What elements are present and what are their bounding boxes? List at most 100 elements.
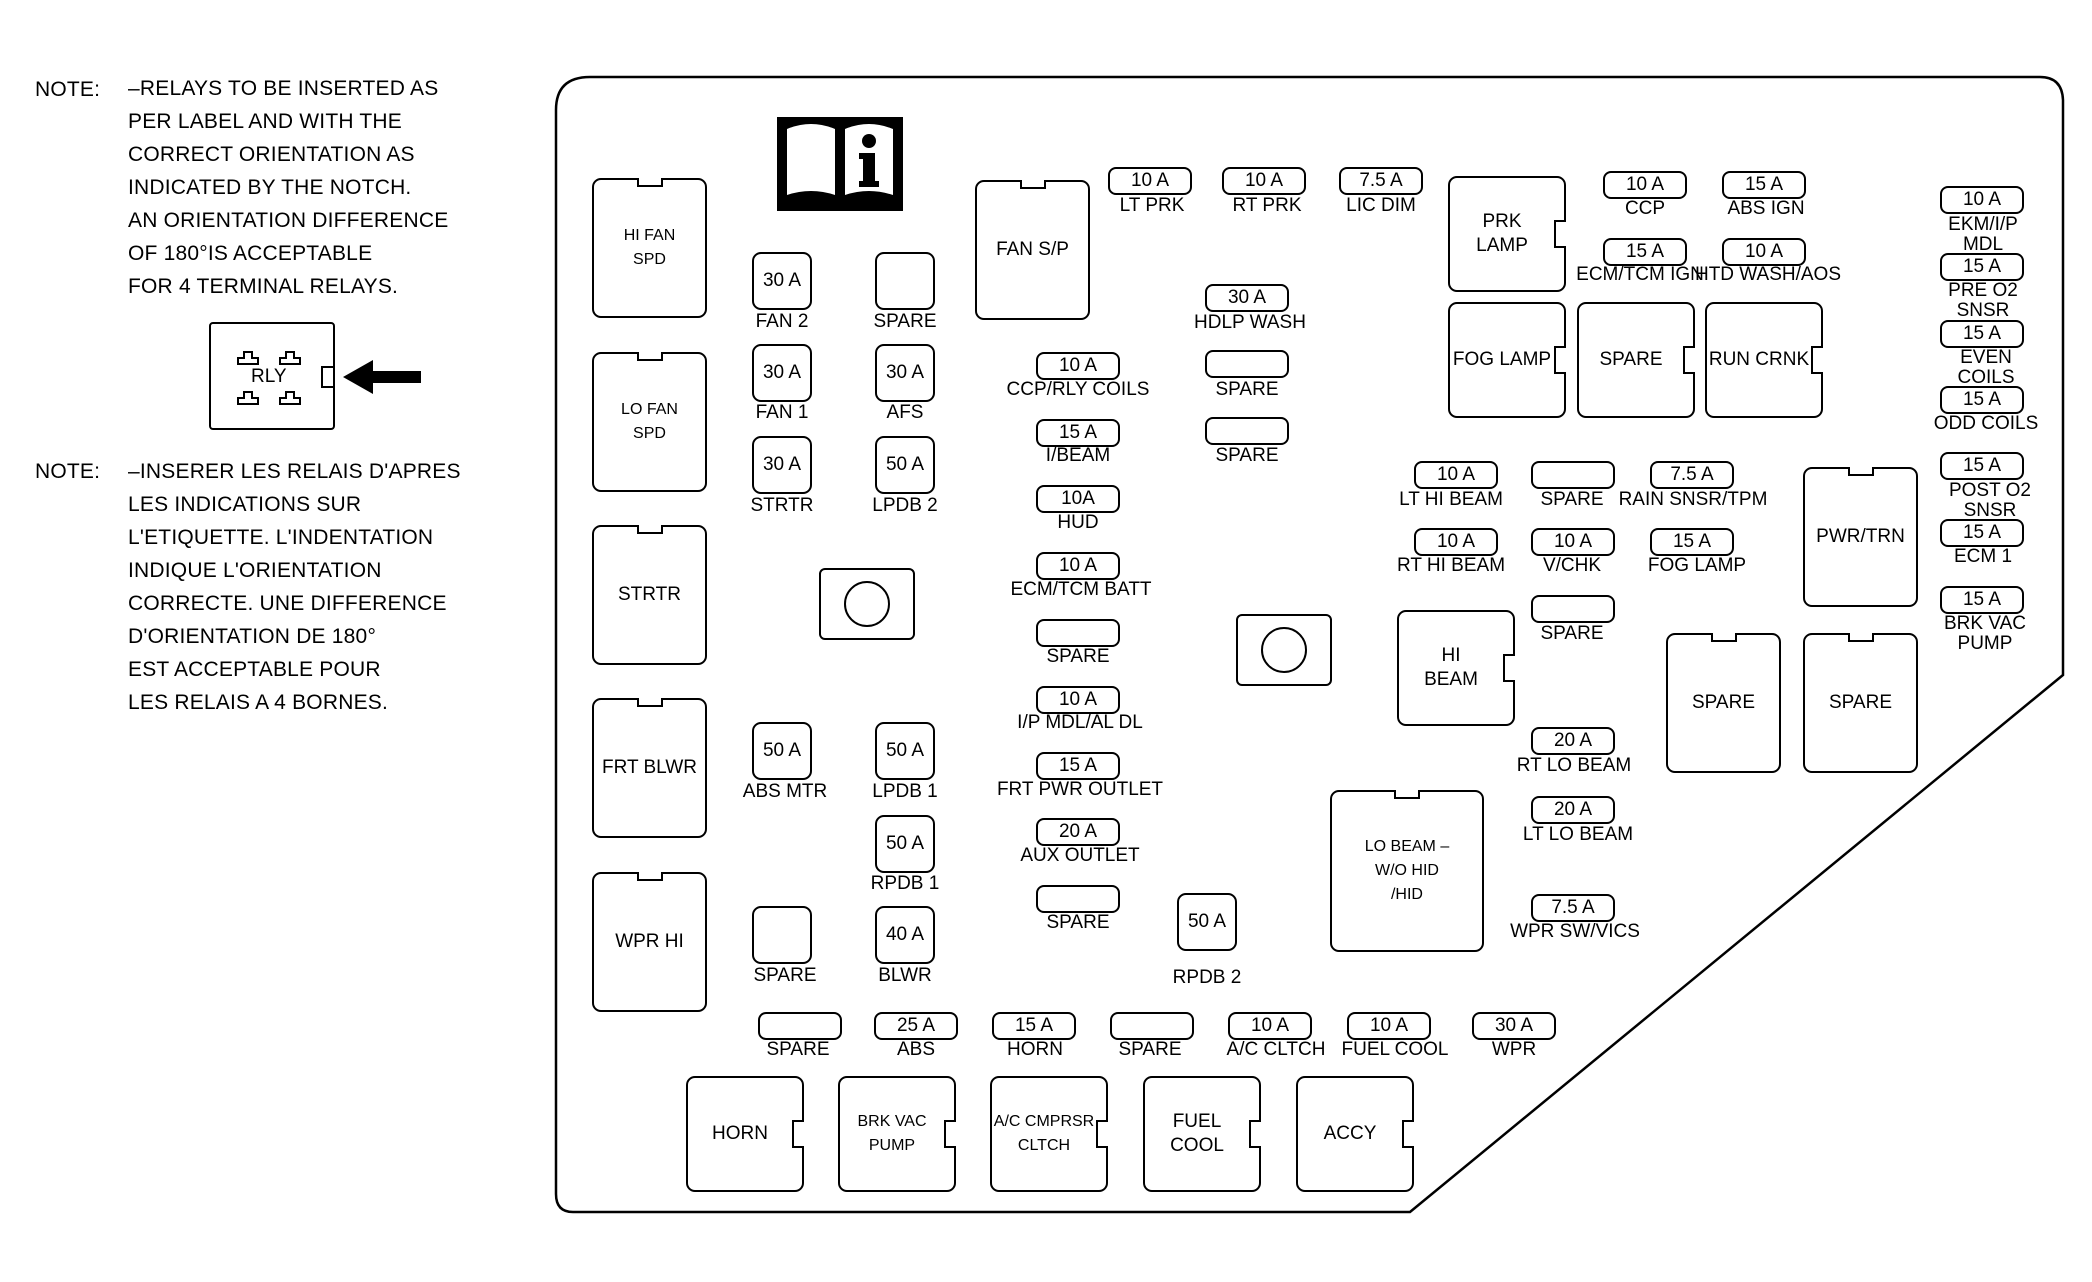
fuse-rating: 50 A	[885, 740, 925, 761]
relay-notch	[1554, 346, 1566, 374]
relay-spare: SPARE	[1666, 633, 1781, 773]
fuse-label: CCP	[1624, 198, 1666, 219]
relay-notch	[636, 872, 663, 881]
fuse-label: RT PRK	[1232, 195, 1302, 216]
fuse-label: LT LO BEAM	[1522, 824, 1634, 845]
relay-label: FUEL COOL	[1170, 1111, 1224, 1156]
relay-notch	[1683, 346, 1695, 374]
fuse-label: BRK VAC PUMP	[1943, 613, 2027, 654]
fuse-rating: 30 A	[762, 270, 802, 291]
fuse-rating: 50 A	[1187, 911, 1227, 932]
fuse-label: WPR	[1491, 1039, 1537, 1060]
fuse-i-beam: 15 A	[1036, 419, 1120, 447]
fuse-rating: 10 A	[1436, 464, 1476, 485]
relay-pwr-trn: PWR/TRN	[1803, 467, 1918, 607]
fuse-aux-outlet: 20 A	[1036, 818, 1120, 846]
fuse-lpdb-2: 50 A	[875, 436, 935, 494]
fuse-label: SPARE	[1118, 1039, 1182, 1060]
fuse-label: HUD	[1057, 512, 1099, 533]
fuse-rating: 10 A	[1244, 170, 1284, 191]
relay-label: A/C CMPRSR CLTCH	[993, 1113, 1095, 1154]
fuse-spare	[758, 1012, 842, 1040]
fuse-abs-ign: 15 A	[1722, 171, 1806, 199]
relay-label: HI BEAM	[1424, 645, 1478, 690]
fuse-spare	[1205, 417, 1289, 445]
relay-notch	[1554, 220, 1566, 248]
relay-label: FOG LAMP	[1452, 349, 1552, 370]
fuse-rating: 7.5 A	[1551, 897, 1595, 918]
fuse-rpdb-1: 50 A	[875, 815, 935, 873]
relay-label: BRK VAC PUMP	[857, 1113, 927, 1154]
relay-notch	[792, 1120, 804, 1148]
fuse-htd-wash-aos: 10 A	[1722, 238, 1806, 266]
fuse-afs: 30 A	[875, 344, 935, 402]
fuse-label: ECM 1	[1953, 546, 2013, 567]
fuse-rating: 40 A	[885, 924, 925, 945]
fuse-rating: 10 A	[1058, 689, 1098, 710]
fuse-label: LT HI BEAM	[1399, 489, 1503, 510]
relay-notch	[636, 178, 663, 187]
relay-label: SPARE	[1828, 692, 1892, 713]
fuse-rating: 15 A	[1014, 1015, 1054, 1036]
fuse-i-p-mdl-al-dl: 10 A	[1036, 686, 1120, 714]
relay-hi-beam: HI BEAM	[1397, 610, 1515, 726]
fuse-rating: 15 A	[1962, 389, 2002, 410]
fuse-label: ABS IGN	[1727, 198, 1805, 219]
relay-label: HORN	[712, 1123, 768, 1144]
fuse-fog-lamp: 15 A	[1650, 528, 1734, 556]
fuse-rating: 10 A	[1625, 174, 1665, 195]
relay-legend-notch	[321, 366, 335, 388]
relay-label: LO BEAM – W/O HID /HID	[1364, 838, 1450, 903]
fuse-rating: 10 A	[1130, 170, 1170, 191]
fuse-rating: 15 A	[1962, 256, 2002, 277]
fuse-rating: 30 A	[1494, 1015, 1534, 1036]
fuse-hdlp-wash: 30 A	[1205, 284, 1289, 312]
fuse-spare	[1531, 461, 1615, 489]
relay-label: STRTR	[618, 584, 681, 605]
note-text-french: –INSERER LES RELAIS D'APRES LES INDICATI…	[128, 460, 461, 714]
fuse-rating: 50 A	[885, 454, 925, 475]
fuse-label: STRTR	[750, 495, 814, 516]
note-text-english: –RELAYS TO BE INSERTED AS PER LABEL AND …	[128, 77, 449, 298]
fuse-rating: 30 A	[1227, 287, 1267, 308]
fuse-label: I/BEAM	[1045, 445, 1111, 466]
fuse-label: FAN 2	[755, 311, 809, 332]
fuse-label: AFS	[886, 402, 924, 423]
relay-notch	[1710, 633, 1737, 642]
fuse-label: ECM/TCM BATT	[1010, 579, 1152, 600]
owner-manual-info-icon	[777, 117, 903, 211]
fuse-lt-lo-beam: 20 A	[1531, 796, 1615, 824]
fuse-rating: 30 A	[885, 362, 925, 383]
fuse-rating: 50 A	[762, 740, 802, 761]
relay-fog-lamp: FOG LAMP	[1448, 302, 1566, 418]
fuse-rating: 10 A	[1436, 531, 1476, 552]
fuse-label: SPARE	[766, 1039, 830, 1060]
fuse-lpdb-1: 50 A	[875, 722, 935, 780]
fuse-rating: 15 A	[1672, 531, 1712, 552]
fuse-label: EVEN COILS	[1957, 347, 2015, 388]
fuse-spare	[1205, 350, 1289, 378]
fuse-odd-coils: 15 A	[1940, 386, 2024, 414]
fuse-rating: 10 A	[1744, 241, 1784, 262]
fuse-ecm-1: 15 A	[1940, 519, 2024, 547]
relay-notch	[1249, 1120, 1261, 1148]
fuse-abs-mtr: 50 A	[752, 722, 812, 780]
relay-accy: ACCY	[1296, 1076, 1414, 1192]
fuse-label: SPARE	[753, 965, 817, 986]
relay-notch	[1847, 467, 1874, 476]
fuse-label: RPDB 1	[870, 873, 940, 894]
relay-spare: SPARE	[1803, 633, 1918, 773]
relay-brk-vac-pump: BRK VAC PUMP	[838, 1076, 956, 1192]
fuse-rt-hi-beam: 10 A	[1414, 528, 1498, 556]
fuse-label: RPDB 2	[1172, 967, 1242, 988]
fuse-spare	[1110, 1012, 1194, 1040]
fuse-a-c-cltch: 10 A	[1228, 1012, 1312, 1040]
relay-strtr: STRTR	[592, 525, 707, 665]
relay-notch	[1402, 1120, 1414, 1148]
fuse-label: LPDB 1	[872, 781, 938, 802]
fuse-label: FAN 1	[755, 402, 809, 423]
relay-hi-fan-spd: HI FAN SPD	[592, 178, 707, 318]
relay-notch	[1811, 346, 1823, 374]
relay-label: SPARE	[1599, 349, 1663, 370]
fuse-spare	[1036, 885, 1120, 913]
